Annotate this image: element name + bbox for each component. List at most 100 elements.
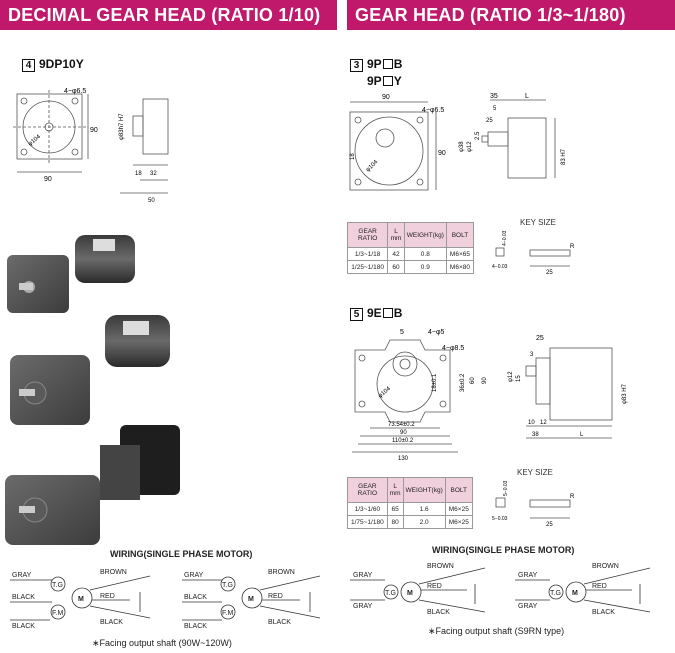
model-9p-suffix: B	[393, 57, 403, 71]
model-9p-suffix-2: Y	[393, 74, 402, 88]
cell: 60	[387, 260, 405, 274]
wire-red-r2: RED	[592, 583, 607, 590]
left-output-shaft-note: ∗Facing output shaft (90W~120W)	[92, 638, 232, 648]
dim-25: 25	[486, 118, 493, 124]
tg-label-b: T.G	[222, 582, 233, 589]
spec-table-9p: GEAR RATIO L mm WEIGHT(kg) BOLT 1/3~1/18…	[346, 222, 475, 274]
dim-w2: 90	[400, 430, 407, 436]
key-dim-r: R	[570, 244, 575, 250]
model-9e-suffix: B	[393, 306, 403, 320]
item-number-3: 3	[350, 59, 363, 72]
cell: 80	[386, 515, 404, 529]
placeholder-box	[382, 59, 393, 69]
table-row: 1/75~1/180 80 2.0 M6×25	[347, 515, 473, 529]
9e-b-dimension-drawing: 5 4−φ5 4−φ8.5 φ104 18±0.1 36±0.2 60 90 7…	[352, 329, 628, 462]
model-9p-y-heading: 9P Y	[367, 74, 402, 88]
wire-black-r1: BLACK	[427, 609, 450, 616]
motor-photos	[5, 235, 180, 545]
col-bolt: BOLT	[445, 222, 475, 248]
wire-black-r2: BLACK	[592, 609, 615, 616]
dim-holes2: 4−φ8.5	[442, 345, 464, 352]
wire-red-label-b: RED	[268, 593, 283, 600]
dim-h2: 36±0.2	[460, 373, 466, 392]
key-dim-r-9e: R	[570, 494, 575, 500]
fm-label-b: F.M	[222, 610, 233, 617]
key-dim-len: 25	[546, 270, 553, 276]
motor-photo-9e-b	[5, 425, 180, 545]
dim-35: 35	[490, 93, 498, 100]
dim-d1: 18	[135, 171, 142, 177]
dim-d3: 50	[148, 198, 155, 204]
dim-5-top: 5	[400, 329, 404, 336]
dim-l4: L	[580, 432, 584, 438]
key-dim-len-9e: 25	[546, 522, 553, 528]
key-dim-a-9e: 5−0.03	[503, 480, 509, 496]
right-section-title: GEAR HEAD (RATIO 1/3~1/180)	[347, 0, 675, 30]
wire-black-label-b3: BLACK	[268, 619, 291, 626]
model-9p-prefix-2: 9P	[367, 74, 382, 88]
cell: 1/75~1/180	[347, 515, 388, 529]
model-9p-prefix: 9P	[367, 57, 382, 71]
cell: M6×25	[444, 515, 473, 529]
cell: 42	[387, 247, 405, 261]
cell: 1/3~1/18	[346, 247, 389, 261]
placeholder-box-2	[382, 76, 393, 86]
key-size-title-9p: KEY SIZE	[520, 218, 556, 227]
dim-w4: 130	[398, 456, 409, 462]
wire-red-label: RED	[100, 593, 115, 600]
cell: 0.9	[403, 260, 447, 274]
dim-bore-9p: 83 H7	[561, 148, 567, 165]
cell: 1/25~1/180	[346, 260, 389, 274]
right-output-shaft-note: ∗Facing output shaft (S9RN type)	[428, 626, 565, 636]
tg-r2: T.G	[550, 590, 561, 597]
item-number-5: 5	[350, 308, 363, 321]
dim-bore: φ83h7 H7	[119, 113, 125, 140]
model-9e-prefix: 9E	[367, 306, 382, 320]
table-header-row: GEAR RATIO L mm WEIGHT(kg) BOLT	[347, 477, 473, 503]
dim-holes-9p: 4−φ6.5	[422, 107, 444, 114]
spec-table-9e: GEAR RATIO L mm WEIGHT(kg) BOLT 1/3~1/60…	[347, 477, 473, 529]
dim-circle-9e: φ104	[377, 386, 392, 400]
dim-w1: 73.54±0.2	[388, 422, 415, 428]
wire-red-r1: RED	[427, 583, 442, 590]
dim-s1: 25	[536, 335, 544, 342]
key-dim-a: 4−0.03	[502, 230, 508, 246]
left-wiring-title: WIRING(SINGLE PHASE MOTOR)	[110, 549, 253, 559]
dim-l1: 10	[528, 420, 535, 426]
model-9p-b-heading: 3 9P B	[350, 57, 402, 72]
col-gear-ratio: GEAR RATIO	[347, 477, 388, 503]
wire-brown-label: BROWN	[100, 569, 127, 576]
wire-gray-r2b: GRAY	[518, 603, 538, 610]
key-dim-b: 4−0.03	[492, 264, 508, 270]
motor-photo-9p-b	[10, 315, 170, 425]
dim-holes: 4−φ6.5	[64, 88, 86, 95]
tg-r1: T.G	[385, 590, 396, 597]
wire-black-label-b2: BLACK	[184, 623, 207, 630]
cell: 65	[386, 502, 404, 516]
dim-w3: 110±0.2	[392, 438, 414, 444]
table-row: 1/25~1/180 60 0.9 M6×80	[346, 260, 475, 274]
wire-black-label: BLACK	[12, 594, 35, 601]
dim-d2: 32	[150, 171, 157, 177]
dim-2-5: 2.5	[475, 131, 481, 140]
dim-side: 90	[90, 127, 98, 134]
key-dim-b-9e: 5−0.03	[492, 516, 508, 522]
9p-b-dimension-drawing: 90 4−φ6.5 35 L 5 25 90 18 φ104 φ38 φ12 2…	[349, 93, 567, 191]
motor-r2: M	[572, 590, 578, 597]
wire-gray-r1: GRAY	[353, 572, 373, 579]
dim-12: φ12	[467, 141, 473, 152]
cell: 2.0	[402, 515, 446, 529]
dim-side-9p: 90	[438, 150, 446, 157]
motor-r1: M	[407, 590, 413, 597]
left-wiring-diagrams: GRAY BLACK BLACK T.G F.M M BROWN RED BLA…	[10, 569, 321, 630]
cell: 0.8	[403, 247, 447, 261]
motor-photo-9dp10y	[7, 235, 135, 313]
cell: 1.6	[402, 502, 446, 516]
wire-gray-label: GRAY	[12, 572, 32, 579]
col-l: L mm	[387, 222, 405, 248]
dim-l3: 38	[532, 432, 539, 438]
dim-s3: 15	[516, 375, 522, 382]
col-bolt: BOLT	[444, 477, 473, 503]
wire-black-label-2: BLACK	[12, 623, 35, 630]
wire-black-label-b: BLACK	[184, 594, 207, 601]
